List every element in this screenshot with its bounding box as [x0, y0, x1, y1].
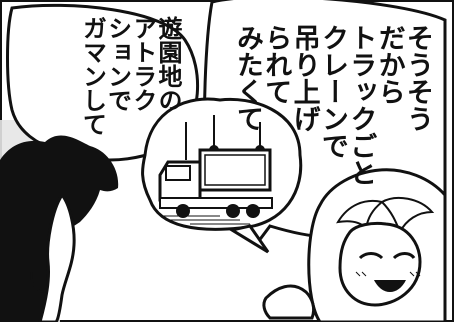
right-bubble-text: そうそう だから トラックごと クレーンで 吊り上げ られて みたくて: [231, 24, 433, 209]
right-line-7: みたくて: [231, 24, 263, 132]
right-line-6: られて: [260, 24, 292, 105]
girl-character: [262, 168, 447, 322]
speech-bubble-left: [6, 3, 200, 162]
left-line-4: ガマンして: [78, 16, 107, 136]
truck-icon: [158, 148, 273, 225]
right-line-4: クレーンで: [316, 24, 348, 159]
left-line-2: アトラク: [128, 16, 157, 112]
left-bubble-text: 遊園地の アトラク ションで ガマンして: [30, 16, 182, 166]
right-line-5: 吊り上げ: [288, 24, 320, 132]
man-character: [0, 135, 119, 322]
right-line-1: そうそう: [402, 24, 433, 132]
left-line-3: ションで: [103, 16, 132, 112]
right-line-2: だから: [373, 24, 405, 105]
right-line-3: トラックごと: [345, 24, 377, 186]
thought-bubble-truck: [141, 97, 303, 254]
left-line-1: 遊園地の: [154, 16, 182, 112]
